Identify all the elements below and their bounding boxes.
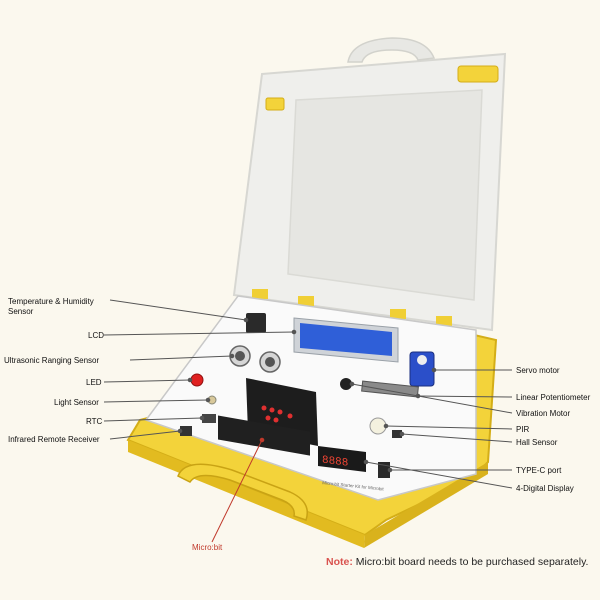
label-ultrasonic: Ultrasonic Ranging Sensor [4, 356, 100, 365]
label-hall-sensor: Hall Sensor [516, 438, 558, 447]
hinge-clip [298, 296, 314, 306]
base-handle [177, 463, 308, 521]
label-led: LED [86, 378, 102, 387]
lid-handle [347, 37, 436, 63]
four-digit-display [318, 446, 366, 472]
leader-lines [103, 299, 513, 489]
hall-sensor [392, 430, 402, 438]
lid-hinge-clip [265, 97, 285, 111]
temp-humidity-sensor [246, 313, 266, 333]
servo-motor [409, 351, 435, 387]
label-vibration-motor: Vibration Motor [516, 409, 571, 418]
label-servo-motor: Servo motor [516, 366, 560, 375]
sensor-panel [144, 295, 477, 501]
led-component [190, 373, 204, 387]
note-prefix: Note: [326, 556, 353, 568]
note-text: Micro:bit board needs to be purchased se… [352, 556, 589, 568]
label-lcd: LCD [88, 331, 105, 340]
hinge-clip [390, 309, 406, 319]
label-pir: PIR [516, 425, 530, 434]
lid-latch [457, 65, 499, 83]
label-typec-port: TYPE-C port [516, 466, 562, 475]
label-light-sensor: Light Sensor [54, 398, 99, 407]
microbit-leader [211, 437, 265, 543]
label-microbit: Micro:bit [192, 543, 223, 552]
purchase-note: Note: Micro:bit board needs to be purcha… [326, 556, 588, 568]
pir-sensor [369, 417, 387, 435]
label-ir-receiver: Infrared Remote Receiver [8, 435, 100, 444]
label-four-digit-display: 4-Digital Display [516, 484, 574, 493]
ultrasonic-sensor [229, 345, 281, 373]
rtc-module [202, 414, 216, 423]
hinge-clip [252, 289, 268, 299]
case-lid [232, 37, 507, 332]
microbit-board [218, 378, 318, 456]
label-rtc: RTC [86, 417, 103, 426]
label-linear-potentiometer: Linear Potentiometer [516, 393, 591, 402]
lcd-module [293, 317, 399, 363]
vibration-motor [340, 378, 352, 390]
label-temperature-humidity: Temperature & Humidity Sensor [8, 297, 94, 316]
ir-receiver [180, 426, 192, 436]
hinge-clip [436, 316, 452, 326]
